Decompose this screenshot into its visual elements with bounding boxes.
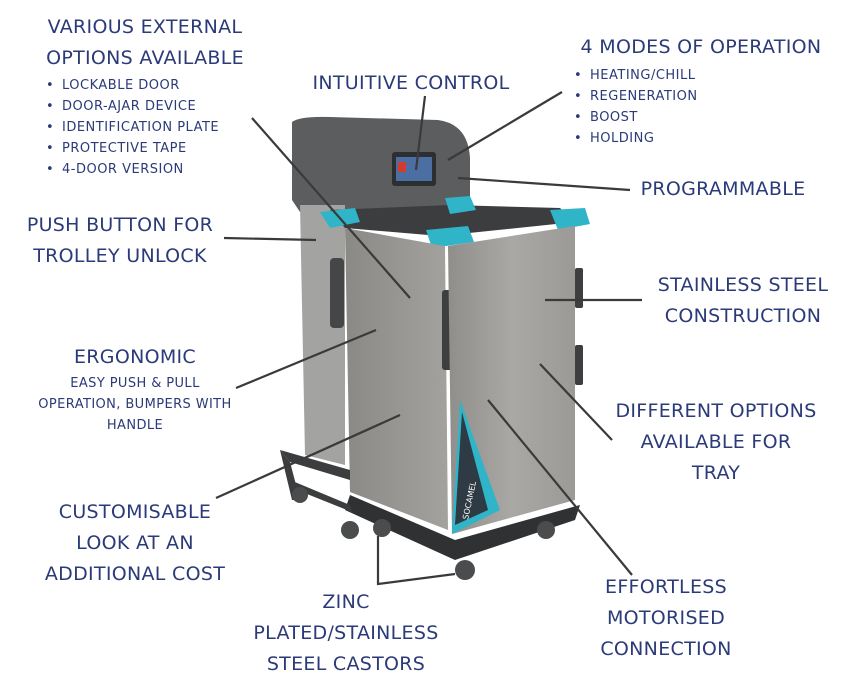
modes-list: HEATING/CHILL REGENERATION BOOST HOLDING <box>574 65 698 149</box>
leader-lines <box>215 91 642 586</box>
chassis <box>280 450 580 560</box>
rear-housing <box>292 116 470 465</box>
mode-item: HOLDING <box>574 128 698 149</box>
ergonomic-label: ERGONOMIC EASY PUSH & PULL OPERATION, BU… <box>25 342 245 436</box>
tray-options-line-1: DIFFERENT OPTIONS <box>615 400 817 422</box>
mode-item: REGENERATION <box>574 86 698 107</box>
external-option-item: 4-DOOR VERSION <box>46 159 219 180</box>
programmable-label: PROGRAMMABLE <box>628 174 818 205</box>
external-option-item: IDENTIFICATION PLATE <box>46 117 219 138</box>
tray-options-line-2: AVAILABLE FOR <box>640 431 792 453</box>
castors-line-2: PLATED/STAINLESS <box>253 622 439 644</box>
motorised-line-1: EFFORTLESS <box>605 576 727 598</box>
push-button-line-1: PUSH BUTTON FOR <box>26 214 214 236</box>
motorised-line-2: MOTORISED <box>606 607 726 629</box>
stainless-line-2: CONSTRUCTION <box>664 305 822 327</box>
customisable-line-1: CUSTOMISABLE <box>58 501 212 523</box>
customisable-line-2: LOOK AT AN <box>76 532 194 554</box>
programmable-text: PROGRAMMABLE <box>640 178 806 200</box>
mode-item: BOOST <box>574 107 698 128</box>
ergonomic-sub-line-1: EASY PUSH & PULL <box>70 376 200 391</box>
castors-line-3: STEEL CASTORS <box>266 653 426 675</box>
external-options-list: LOCKABLE DOOR DOOR-AJAR DEVICE IDENTIFIC… <box>46 75 219 180</box>
tray-options-line-3: TRAY <box>691 462 741 484</box>
external-options-title: VARIOUS EXTERNAL OPTIONS AVAILABLE <box>20 12 270 74</box>
ergonomic-sub-line-2: OPERATION, BUMPERS WITH <box>38 397 232 412</box>
motorised-line-3: CONNECTION <box>600 638 732 660</box>
mode-item: HEATING/CHILL <box>574 65 698 86</box>
customisable-line-3: ADDITIONAL COST <box>44 563 226 585</box>
external-options-title-line-1: VARIOUS EXTERNAL <box>47 16 243 38</box>
tray-options-label: DIFFERENT OPTIONS AVAILABLE FOR TRAY <box>606 396 826 489</box>
control-panel-screen <box>392 152 436 186</box>
castors <box>292 487 555 580</box>
side-panel <box>345 228 454 530</box>
front-door: SOCAMEL <box>448 226 583 534</box>
push-button-label: PUSH BUTTON FOR TROLLEY UNLOCK <box>20 210 220 272</box>
push-button-line-2: TROLLEY UNLOCK <box>33 245 207 267</box>
castors-line-1: ZINC <box>322 591 370 613</box>
ergonomic-sub-line-3: HANDLE <box>106 418 164 433</box>
motorised-label: EFFORTLESS MOTORISED CONNECTION <box>578 572 754 665</box>
modes-title: 4 MODES OF OPERATION <box>566 32 836 63</box>
external-option-item: DOOR-AJAR DEVICE <box>46 96 219 117</box>
external-option-item: LOCKABLE DOOR <box>46 75 219 96</box>
external-options-title-line-2: OPTIONS AVAILABLE <box>46 47 244 69</box>
customisable-label: CUSTOMISABLE LOOK AT AN ADDITIONAL COST <box>30 497 240 590</box>
top-frame <box>320 196 590 248</box>
external-option-item: PROTECTIVE TAPE <box>46 138 219 159</box>
castors-label: ZINC PLATED/STAINLESS STEEL CASTORS <box>246 587 446 680</box>
stainless-label: STAINLESS STEEL CONSTRUCTION <box>646 270 840 332</box>
stainless-line-1: STAINLESS STEEL <box>657 274 829 296</box>
intuitive-control-label: INTUITIVE CONTROL <box>306 68 516 99</box>
modes-title-text: 4 MODES OF OPERATION <box>580 36 822 58</box>
intuitive-control-text: INTUITIVE CONTROL <box>312 72 510 94</box>
ergonomic-title: ERGONOMIC <box>73 346 197 368</box>
